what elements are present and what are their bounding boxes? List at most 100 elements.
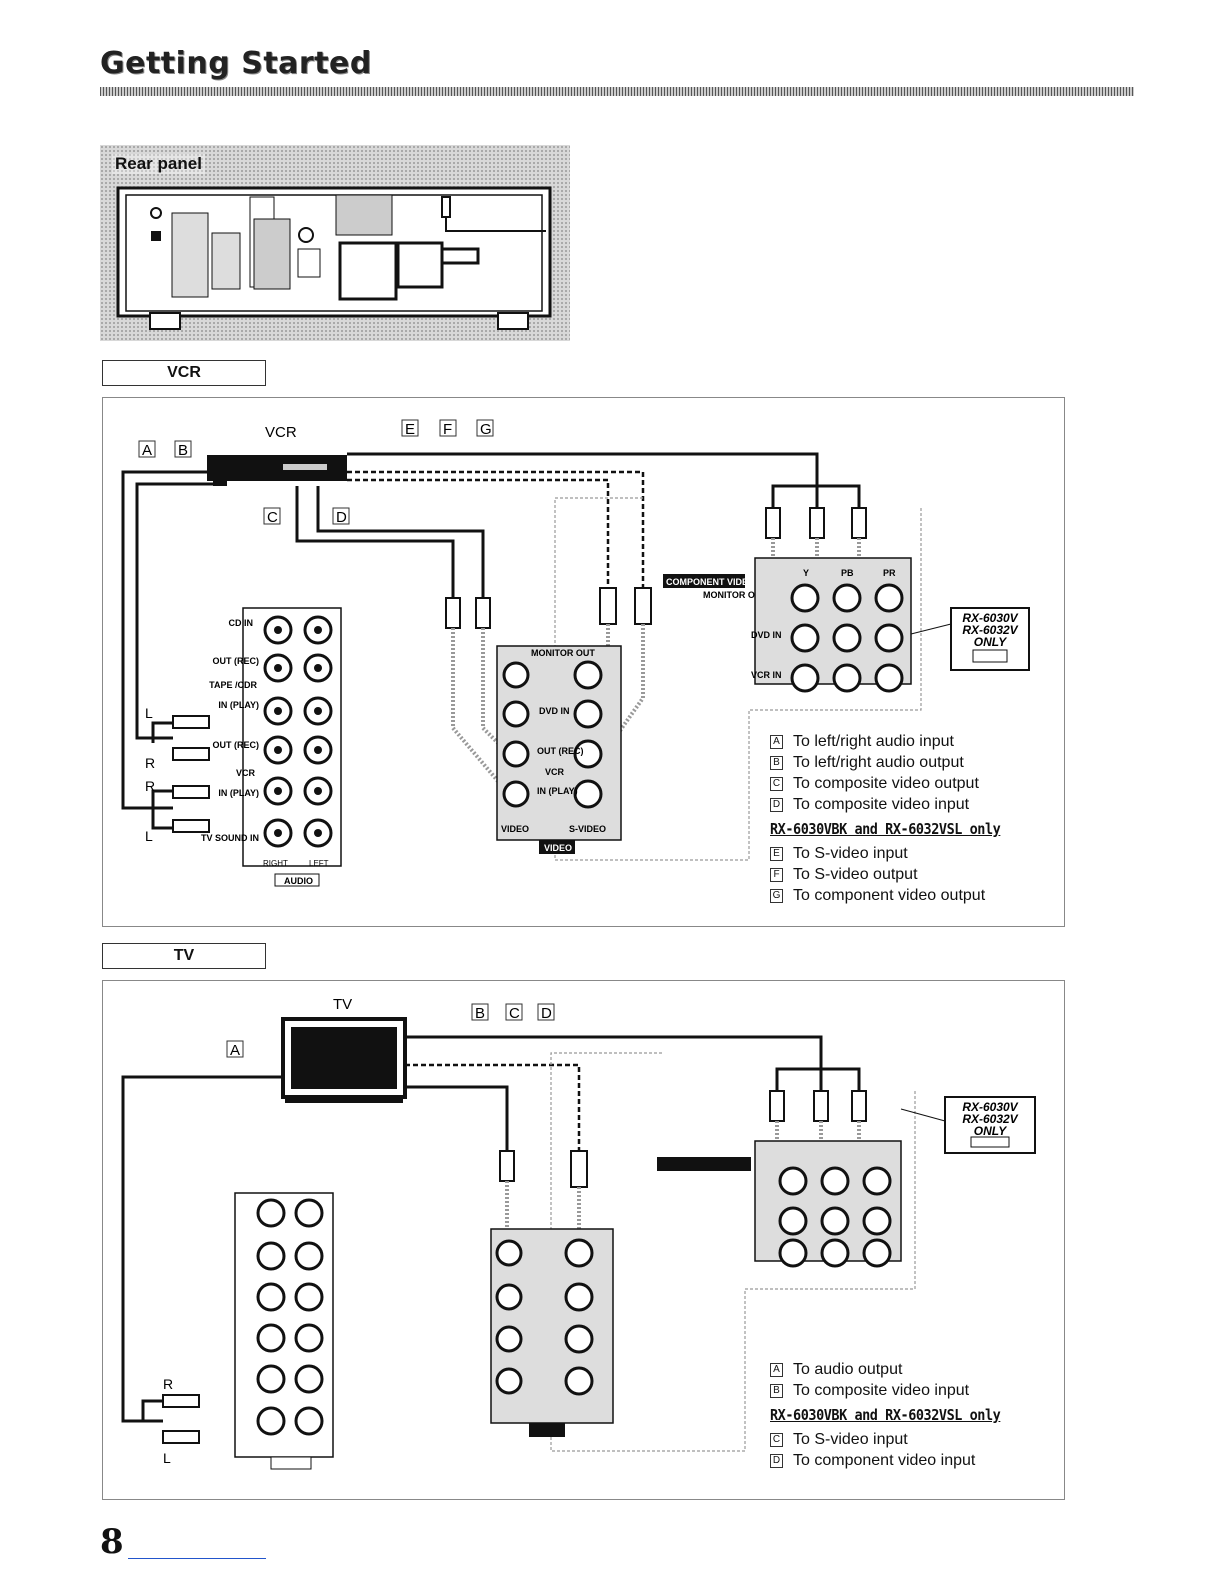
tv-model-line-1: RX-6030V <box>962 1100 1018 1114</box>
vcr-video-vcr: VCR <box>545 767 565 777</box>
vcr-model-line-2: RX-6032V <box>962 623 1018 637</box>
vcr-audio-group: AUDIO <box>284 876 313 886</box>
tv-device-label: TV <box>333 996 352 1013</box>
vcr-letter-e: E <box>405 421 415 438</box>
legend-letter: A <box>770 734 783 749</box>
vcr-audio-vcr-out: OUT (REC) <box>213 740 260 750</box>
page-title: Getting Started <box>100 46 372 81</box>
vcr-section-tab: VCR <box>102 360 266 386</box>
legend-text: To composite video input <box>793 796 970 813</box>
tv-l-label: L <box>163 1450 171 1466</box>
vcr-audio-right: RIGHT <box>263 859 288 868</box>
legend-text: To component video input <box>793 1452 976 1469</box>
page-number: 8 <box>100 1522 124 1562</box>
vcr-component-panel <box>754 557 912 685</box>
vcr-device-label: VCR <box>265 424 297 441</box>
vcr-component-monitor-out: MONITOR OUT <box>703 590 767 600</box>
legend-letter: C <box>770 776 783 791</box>
tv-legend-row-c: C To S-video input <box>770 1429 1060 1450</box>
legend-letter: C <box>770 1432 783 1447</box>
vcr-video-vcr-out: OUT (REC) <box>537 746 584 756</box>
legend-text: To left/right audio input <box>793 733 954 750</box>
vcr-letter-g: G <box>480 421 492 438</box>
vcr-audio-tv-sound: TV SOUND IN <box>201 833 259 843</box>
tv-letter-b: B <box>475 1005 485 1022</box>
vcr-legend-row-e: E To S-video input <box>770 843 1060 864</box>
tv-legend-row-a: A To audio output <box>770 1359 1060 1380</box>
legend-text: To S-video output <box>793 866 918 883</box>
title-underline-bar <box>100 87 1134 96</box>
tv-section-tab: TV <box>102 943 266 969</box>
legend-letter: D <box>770 1453 783 1468</box>
vcr-component-dvd-in: DVD IN <box>751 630 782 640</box>
vcr-letter-b: B <box>178 442 188 459</box>
legend-text: To audio output <box>793 1361 903 1378</box>
vcr-diagram-drawing: VCR A B C D E F G <box>121 419 1030 887</box>
vcr-video-monitor-out: MONITOR OUT <box>531 648 595 658</box>
vcr-video-dvd-in: DVD IN <box>539 706 570 716</box>
vcr-r-label-1: R <box>145 755 155 771</box>
vcr-connection-diagram: VCR A B C D E F G <box>102 397 1065 927</box>
vcr-letter-c: C <box>267 509 278 526</box>
vcr-letter-a: A <box>142 442 152 459</box>
vcr-audio-left: LEFT <box>309 859 329 868</box>
vcr-component-badge: COMPONENT VIDEO <box>666 577 755 587</box>
vcr-audio-tape: TAPE /CDR <box>209 680 257 690</box>
vcr-l-label-2: L <box>145 828 153 844</box>
tv-legend-model-note: RX-6030VBK and RX-6032VSL only <box>770 1406 1001 1424</box>
vcr-legend-row-a: A To left/right audio input <box>770 731 1060 752</box>
tv-model-line-2: RX-6032V <box>962 1112 1018 1126</box>
vcr-letter-d: D <box>336 509 347 526</box>
legend-text: To S-video input <box>793 1431 908 1448</box>
legend-letter: B <box>770 755 783 770</box>
rear-panel-illustration <box>100 145 570 341</box>
legend-text: To component video output <box>793 887 986 904</box>
vcr-legend-row-f: F To S-video output <box>770 864 1060 885</box>
tv-diagram-drawing: TV A B C D R L <box>121 996 1036 1470</box>
tv-connection-diagram: TV A B C D R L <box>102 980 1065 1500</box>
vcr-audio-cd-in: CD IN <box>229 618 254 628</box>
rear-panel-drawing <box>116 186 552 330</box>
rear-panel-label: Rear panel <box>112 154 205 174</box>
vcr-audio-vcr: VCR <box>236 768 256 778</box>
legend-letter: E <box>770 846 783 861</box>
vcr-legend: A To left/right audio input B To left/righ… <box>770 731 1060 906</box>
vcr-video-col-svideo: S-VIDEO <box>569 824 606 834</box>
vcr-audio-tape-out: OUT (REC) <box>213 656 260 666</box>
vcr-component-y: Y <box>803 568 809 578</box>
legend-text: To composite video input <box>793 1382 970 1399</box>
tv-letter-d: D <box>541 1005 552 1022</box>
vcr-video-group: VIDEO <box>544 843 572 853</box>
vcr-audio-vcr-in: IN (PLAY) <box>218 788 259 798</box>
tv-letter-c: C <box>509 1005 520 1022</box>
vcr-model-line-1: RX-6030V <box>962 611 1018 625</box>
tv-r-label: R <box>163 1376 173 1392</box>
legend-letter: A <box>770 1362 783 1377</box>
vcr-r-label-2: R <box>145 778 155 794</box>
legend-letter: D <box>770 797 783 812</box>
tv-model-line-3: ONLY <box>974 1124 1007 1138</box>
legend-letter: B <box>770 1383 783 1398</box>
vcr-video-vcr-in: IN (PLAY) <box>537 786 578 796</box>
vcr-component-pr: PR <box>883 568 896 578</box>
tv-legend-row-d: D To component video input <box>770 1450 1060 1471</box>
vcr-audio-tape-in: IN (PLAY) <box>218 700 259 710</box>
legend-letter: G <box>770 888 783 903</box>
vcr-l-label-1: L <box>145 705 153 721</box>
page-footer-link-line[interactable] <box>128 1558 266 1559</box>
legend-text: To S-video input <box>793 845 908 862</box>
tv-letter-a: A <box>230 1042 240 1059</box>
vcr-letter-f: F <box>443 421 452 438</box>
vcr-model-line-3: ONLY <box>974 635 1007 649</box>
tv-legend-row-b: B To composite video input <box>770 1380 1060 1401</box>
vcr-video-col-video: VIDEO <box>501 824 529 834</box>
vcr-legend-row-d: D To composite video input <box>770 794 1060 815</box>
legend-text: To left/right audio output <box>793 754 964 771</box>
tv-legend: A To audio output B To composite video inp… <box>770 1359 1060 1471</box>
vcr-legend-row-b: B To left/right audio output <box>770 752 1060 773</box>
vcr-component-vcr-in: VCR IN <box>751 670 782 680</box>
vcr-component-pb: PB <box>841 568 854 578</box>
legend-letter: F <box>770 867 783 882</box>
vcr-legend-model-note: RX-6030VBK and RX-6032VSL only <box>770 820 1001 838</box>
